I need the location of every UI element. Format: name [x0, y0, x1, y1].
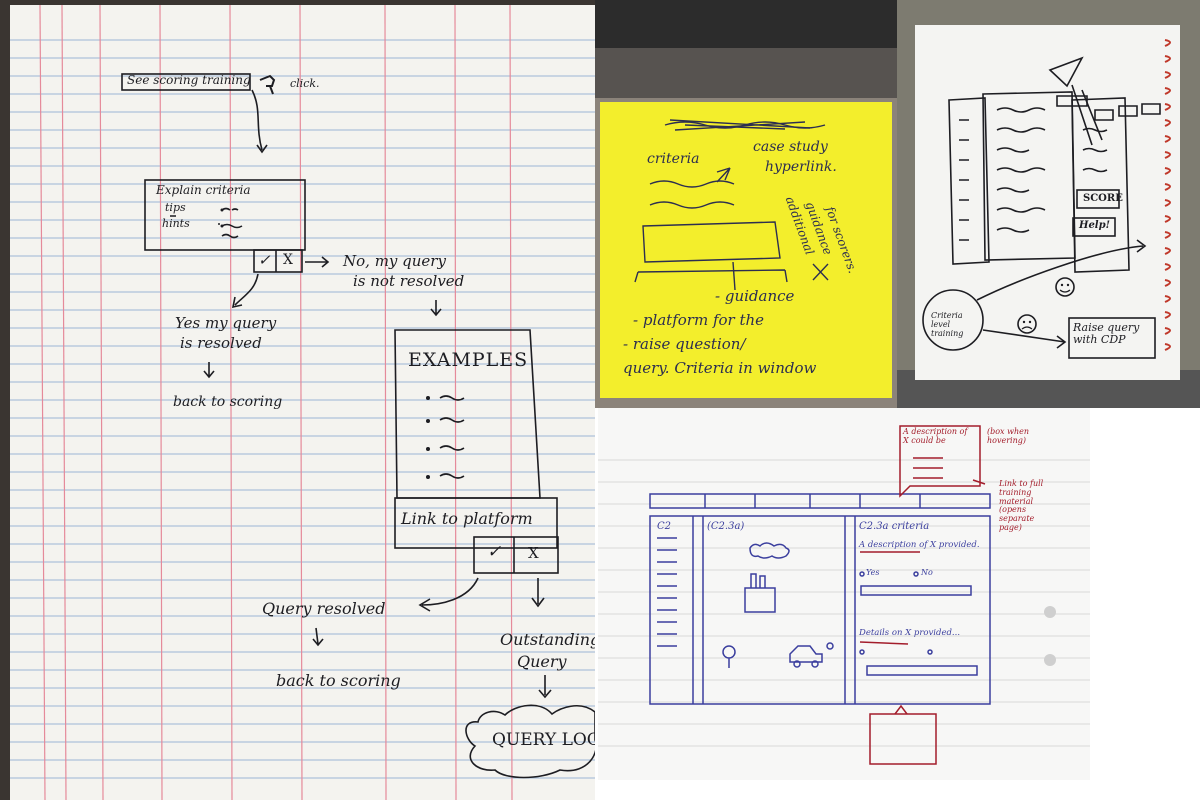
examples-cross-button[interactable]: X: [528, 544, 539, 562]
sketch-sticky-note: criteria case study hyperlink. additiona…: [595, 0, 897, 408]
query-resolved-text: Query resolved: [262, 599, 386, 618]
tips-label: tips: [165, 201, 186, 214]
query-log-cloud[interactable]: QUERY LOG: [492, 730, 595, 750]
help-button[interactable]: Help!: [1079, 220, 1110, 231]
outstanding-text-2: Query: [517, 652, 567, 671]
spiral-background: [897, 0, 1200, 408]
sketch-wireframe: A description of X could be (box when ho…: [595, 408, 1200, 800]
yes-option[interactable]: Yes: [866, 568, 880, 577]
sticky-raise: - raise question/: [623, 335, 746, 353]
right-column-title: C2.3a criteria: [859, 521, 930, 532]
wireframe-paper: [598, 408, 1090, 780]
link-training-note: Link to full training material (opens se…: [999, 479, 1044, 532]
sketch-notebook-flow: See scoring training click. Explain crit…: [0, 0, 595, 800]
notebook-paper: [10, 4, 595, 800]
resolved-text-2: is resolved: [180, 334, 262, 352]
score-button[interactable]: SCORE: [1083, 193, 1123, 204]
sticky-platform: - platform for the: [633, 311, 765, 329]
sticky-hyperlink: hyperlink.: [765, 159, 837, 175]
link-to-platform[interactable]: Link to platform: [401, 509, 533, 528]
question-1-label: A description of X provided.: [859, 540, 980, 550]
middle-column-title: (C2.3a): [707, 521, 745, 532]
sticky-query: query. Criteria in window: [623, 359, 817, 377]
raise-query-box[interactable]: Raise query with CDP: [1073, 321, 1140, 347]
pointer-hand-icon: [259, 74, 276, 95]
explain-criteria-title: Explain criteria: [156, 183, 251, 197]
back-to-scoring-2: back to scoring: [276, 671, 401, 690]
sticky-background: [595, 0, 897, 408]
hints-label: hints: [162, 217, 190, 230]
left-column-title: C2: [657, 521, 672, 532]
sticky-case-study: case study: [753, 139, 828, 155]
outstanding-text: Outstanding: [500, 630, 595, 649]
not-resolved-text-2: is not resolved: [353, 272, 465, 290]
not-resolved-text: No, my query: [343, 252, 446, 270]
see-training-label: See scoring training: [127, 73, 251, 87]
tooltip-text: A description of X could be: [903, 427, 968, 445]
resolved-text: Yes my query: [175, 314, 277, 332]
click-note: click.: [290, 77, 320, 90]
criteria-training-circle[interactable]: Criteria level training: [931, 311, 964, 338]
back-to-scoring-1: back to scoring: [173, 394, 283, 410]
examples-title: EXAMPLES: [408, 349, 529, 371]
examples-check-button[interactable]: ✓: [487, 542, 502, 562]
confirm-check-button[interactable]: ✓: [258, 251, 271, 269]
sticky-criteria: criteria: [647, 151, 700, 167]
reject-cross-button[interactable]: X: [283, 252, 293, 268]
hover-note: (box when hovering): [987, 427, 1029, 445]
no-option[interactable]: No: [921, 568, 933, 577]
sticky-guidance-note: - guidance: [715, 287, 795, 305]
question-2-label: Details on X provided...: [859, 628, 961, 638]
sketch-spiral-notebook: SCORE Help! Criteria level training Rais…: [897, 0, 1200, 408]
